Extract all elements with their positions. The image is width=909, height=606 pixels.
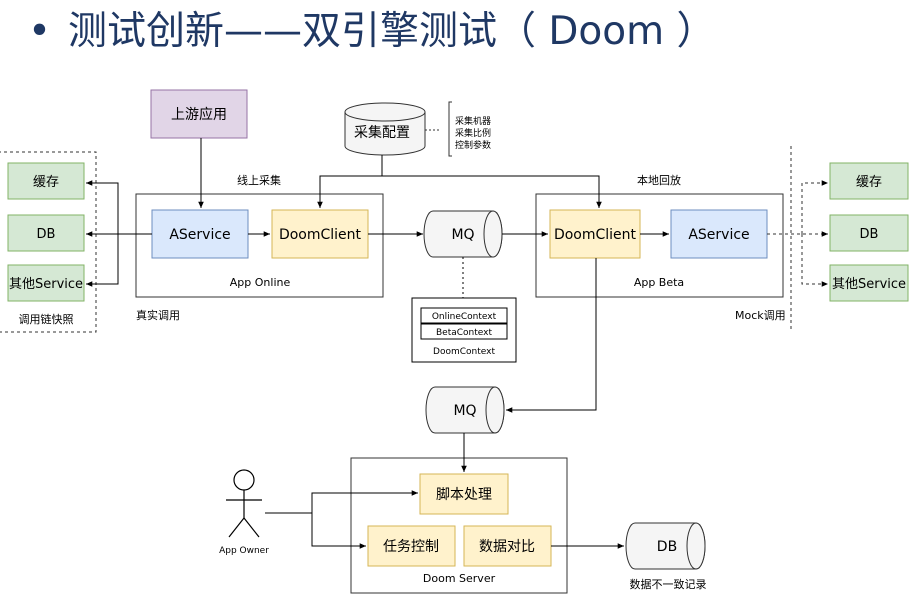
mock-connectors [767, 180, 828, 287]
slide-title: • 测试创新——双引擎测试（ Doom ） [28, 6, 716, 58]
online-collect-label: 线上采集 [237, 173, 281, 187]
real-call-label: 真实调用 [136, 308, 180, 322]
left-db-label: DB [37, 227, 56, 242]
online-context-label: OnlineContext [432, 312, 497, 322]
left-snapshot-group [0, 151, 97, 333]
db-output-label: DB [657, 539, 677, 555]
beta-context-item: BetaContext [420, 323, 508, 340]
app-online-container [135, 193, 384, 298]
mq-top-cylinder: MQ [423, 210, 503, 258]
online-context-item: OnlineContext [420, 307, 508, 324]
local-replay-label: 本地回放 [637, 173, 681, 187]
doom-context-caption: DoomContext [433, 347, 495, 357]
beta-doomclient-label: DoomClient [554, 227, 637, 243]
connectors [86, 138, 669, 549]
doom-server-container [350, 457, 568, 594]
beta-aservice-label: AService [688, 227, 749, 243]
upstream-app-label: 上游应用 [171, 106, 227, 123]
script-process-node: 脚本处理 [419, 473, 509, 515]
collect-note-params: 控制参数 [455, 139, 491, 151]
collect-note-ratio: 采集比例 [455, 127, 491, 139]
left-cache-label: 缓存 [33, 175, 59, 190]
online-doomclient-label: DoomClient [279, 227, 362, 243]
title-bullet: • [28, 9, 52, 54]
right-cache-node: 缓存 [829, 162, 909, 200]
right-cache-label: 缓存 [856, 175, 882, 190]
right-other-service-label: 其他Service [832, 277, 906, 292]
right-db-node: DB [829, 214, 909, 252]
online-aservice-label: AService [169, 227, 230, 243]
left-other-service-node: 其他Service [7, 264, 85, 302]
call-chain-snapshot-caption: 调用链快照 [19, 312, 74, 326]
beta-context-label: BetaContext [436, 328, 492, 338]
app-owner-actor-icon [226, 469, 262, 538]
mq-bottom-label: MQ [453, 403, 476, 419]
right-db-label: DB [860, 227, 879, 242]
app-owner-label: App Owner [219, 546, 269, 556]
app-beta-caption: App Beta [634, 276, 684, 289]
online-doomclient-node: DoomClient [271, 209, 369, 259]
beta-doomclient-node: DoomClient [549, 209, 641, 259]
task-control-node: 任务控制 [367, 525, 456, 567]
data-compare-label: 数据对比 [479, 539, 535, 555]
mq-top-label: MQ [451, 227, 474, 243]
doom-server-caption: Doom Server [423, 572, 496, 585]
left-other-service-label: 其他Service [9, 277, 83, 292]
title-text: 测试创新——双引擎测试（ Doom ） [68, 9, 716, 54]
collect-config-cylinder: 采集配置 [344, 102, 426, 156]
db-output-caption: 数据不一致记录 [630, 577, 707, 591]
online-aservice-node: AService [151, 209, 249, 259]
collect-config-label: 采集配置 [354, 124, 410, 141]
left-db-node: DB [7, 214, 85, 252]
left-cache-node: 缓存 [7, 162, 85, 200]
app-beta-container [535, 193, 784, 298]
beta-aservice-node: AService [670, 209, 768, 259]
data-compare-node: 数据对比 [463, 525, 552, 567]
right-other-service-node: 其他Service [829, 264, 909, 302]
script-process-label: 脚本处理 [436, 487, 492, 503]
upstream-app-node: 上游应用 [150, 89, 248, 139]
app-online-caption: App Online [230, 276, 291, 289]
collect-note-machine: 采集机器 [455, 115, 491, 127]
task-control-label: 任务控制 [383, 539, 439, 555]
db-output-cylinder: DB [625, 522, 706, 570]
mq-bottom-cylinder: MQ [425, 386, 505, 434]
mock-call-label: Mock调用 [735, 309, 786, 322]
